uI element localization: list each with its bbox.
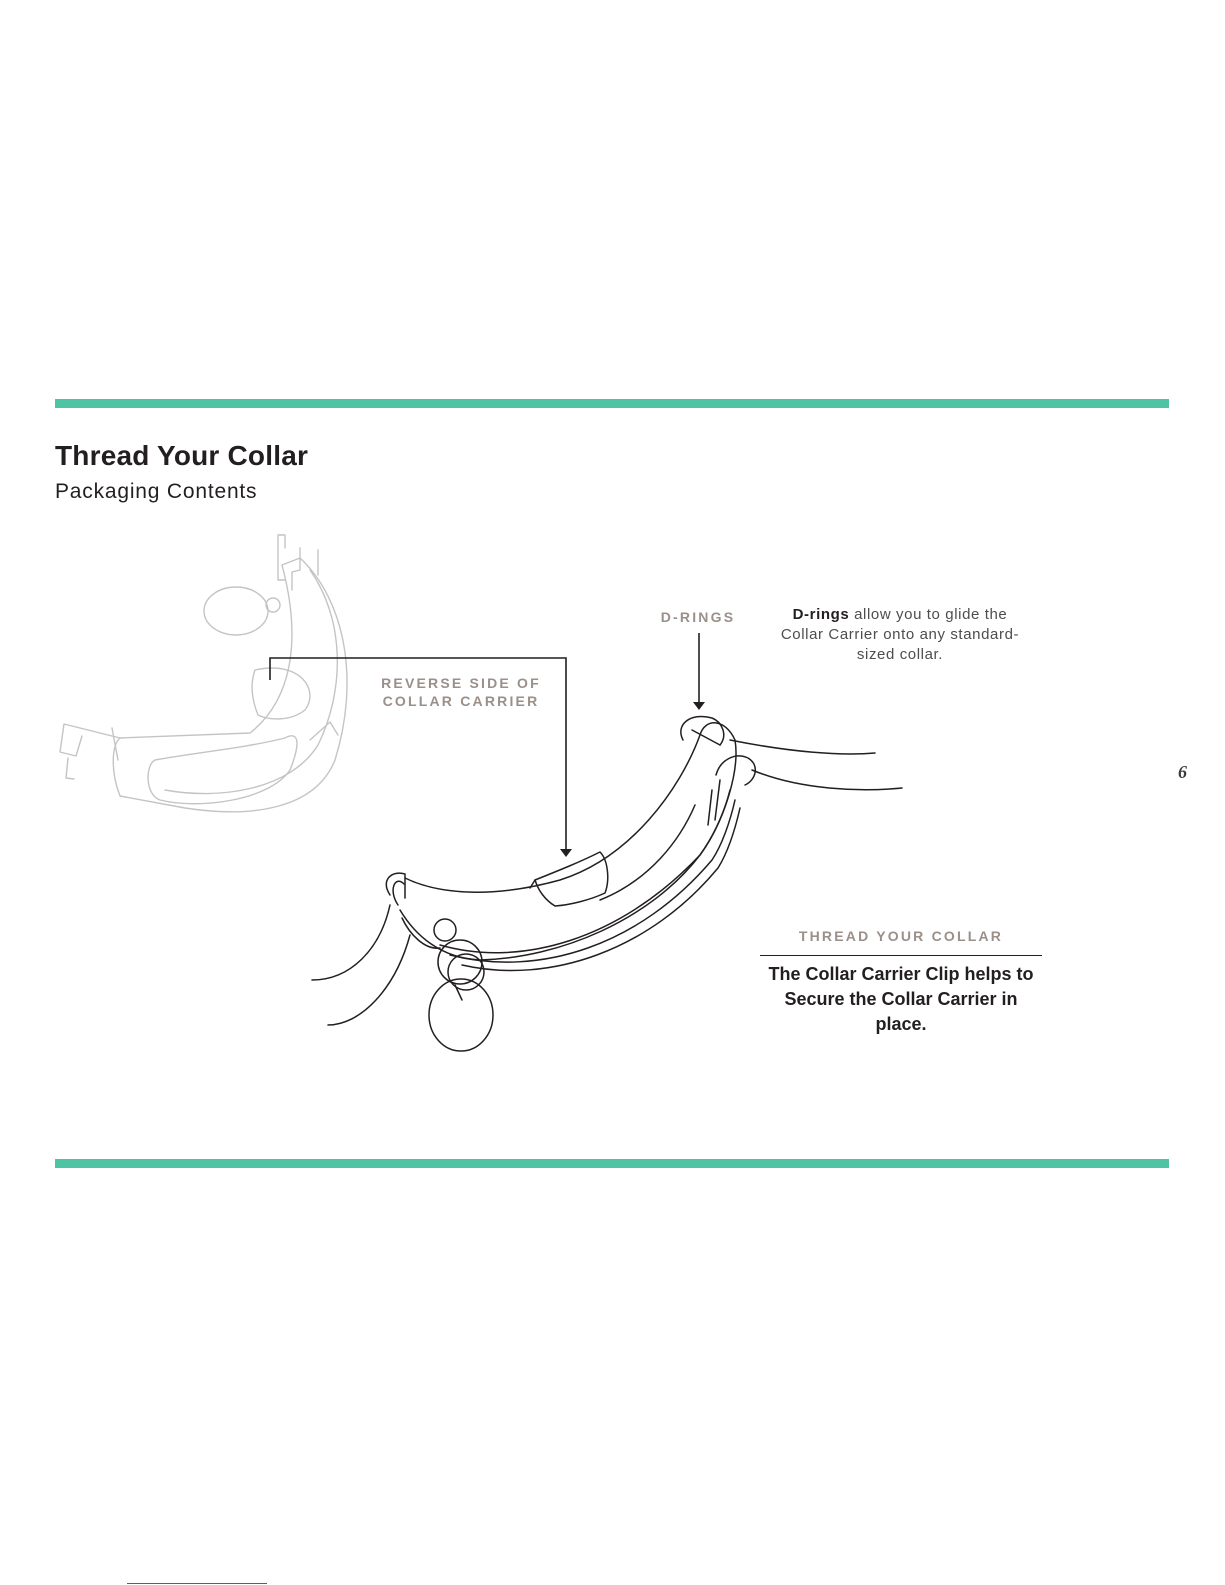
thread-collar-description: The Collar Carrier Clip helps to Secure … <box>760 962 1042 1037</box>
reverse-side-carrier-drawing <box>60 535 347 812</box>
d-rings-description-bold: D-rings <box>793 606 850 623</box>
footer-link-underline <box>127 1583 267 1584</box>
d-rings-description: D-rings allow you to glide the Collar Ca… <box>780 605 1020 665</box>
page-number: 6 <box>1178 762 1187 783</box>
reverse-side-arrowhead <box>560 849 572 857</box>
thread-collar-divider <box>760 955 1042 956</box>
thread-collar-heading: THREAD YOUR COLLAR <box>760 927 1042 945</box>
d-rings-label: D-RINGS <box>648 608 748 626</box>
reverse-side-label: REVERSE SIDE OF COLLAR CARRIER <box>370 674 552 710</box>
bottom-accent-rule <box>55 1159 1169 1168</box>
d-rings-arrowhead <box>693 702 705 710</box>
